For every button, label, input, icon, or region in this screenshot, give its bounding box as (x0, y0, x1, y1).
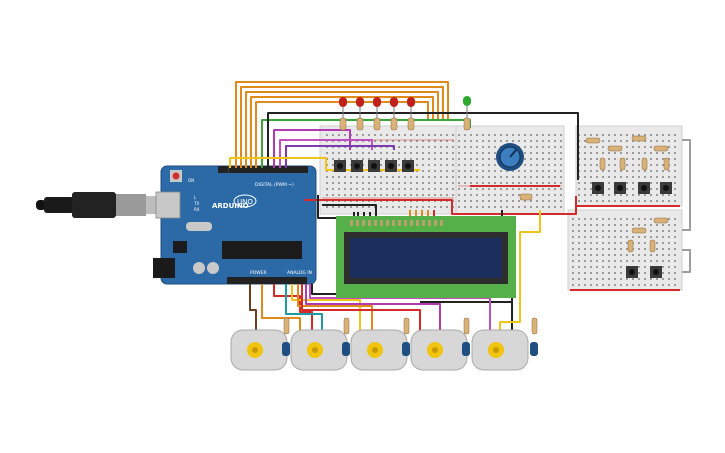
power-jack (153, 258, 175, 278)
rx-label: RX (194, 207, 200, 212)
dc-motor-4[interactable] (410, 317, 470, 371)
analog-header[interactable] (227, 277, 307, 284)
red-led[interactable] (390, 97, 398, 120)
analog-label: ANALOG IN (287, 270, 312, 276)
resistor (619, 157, 626, 171)
pushbutton[interactable] (614, 182, 626, 194)
pushbutton[interactable] (650, 266, 662, 278)
dc-motor-1[interactable] (230, 317, 290, 371)
resistor (531, 317, 538, 335)
red-led[interactable] (373, 97, 381, 120)
pushbutton[interactable] (402, 160, 414, 172)
on-label: ON (188, 178, 194, 183)
pushbutton[interactable] (638, 182, 650, 194)
pushbutton[interactable] (351, 160, 363, 172)
resistor (407, 117, 415, 131)
dc-motor-5[interactable] (471, 317, 538, 371)
usb-jack (155, 191, 181, 219)
pushbutton[interactable] (626, 266, 638, 278)
dc-motor-3[interactable] (350, 317, 410, 371)
resistor (653, 217, 669, 224)
resistor (463, 317, 470, 335)
atmega-chip (222, 241, 302, 259)
lcd-display[interactable] (336, 216, 516, 298)
resistors-right (585, 135, 670, 253)
red-led[interactable] (339, 97, 347, 120)
lcd-screen (350, 238, 502, 278)
pushbutton[interactable] (660, 182, 672, 194)
tx-label: TX (193, 201, 199, 206)
arduino-model-label: UNO (237, 198, 253, 206)
capacitor (207, 262, 219, 274)
potentiometer[interactable] (496, 143, 524, 171)
resistor (599, 157, 606, 171)
digital-header[interactable] (218, 166, 308, 173)
resistor (283, 317, 290, 335)
l-label: L (194, 195, 197, 200)
digital-label: DIGITAL (PWM ~) (255, 182, 294, 188)
capacitor (193, 262, 205, 274)
usb-cable (36, 192, 168, 218)
red-led-bank (339, 97, 415, 120)
resistor (653, 145, 669, 152)
resistor (631, 135, 647, 142)
resistor (343, 317, 350, 335)
resistor (649, 239, 656, 253)
dc-motor-2[interactable] (290, 317, 350, 371)
resistor (641, 157, 648, 171)
resistor (519, 193, 533, 201)
resistor (463, 117, 471, 131)
resistor (403, 317, 410, 335)
resistor (339, 117, 347, 131)
resistors-main (339, 117, 533, 201)
pushbuttons-right-top (592, 182, 672, 194)
red-led[interactable] (356, 97, 364, 120)
pushbutton[interactable] (334, 160, 346, 172)
resistor (631, 227, 647, 234)
pushbutton[interactable] (368, 160, 380, 172)
arduino-brand-label: ARDUINO (212, 202, 249, 210)
resistor (390, 117, 398, 131)
resistor (373, 117, 381, 131)
resistor (585, 137, 601, 144)
pushbuttons-right-bottom (626, 266, 662, 278)
resistor (627, 239, 634, 253)
pushbutton[interactable] (592, 182, 604, 194)
pushbutton[interactable] (385, 160, 397, 172)
resistor (356, 117, 364, 131)
breadboard-middle (455, 125, 565, 215)
power-label: POWER (250, 270, 267, 276)
pushbuttons-main (334, 160, 414, 172)
red-led[interactable] (407, 97, 415, 120)
resistor (607, 145, 623, 152)
arduino-uno-board[interactable]: ARDUINO UNO DIGITAL (PWM ~) ANALOG IN PO… (153, 165, 317, 285)
resistor (663, 157, 670, 171)
green-led[interactable] (463, 96, 471, 120)
